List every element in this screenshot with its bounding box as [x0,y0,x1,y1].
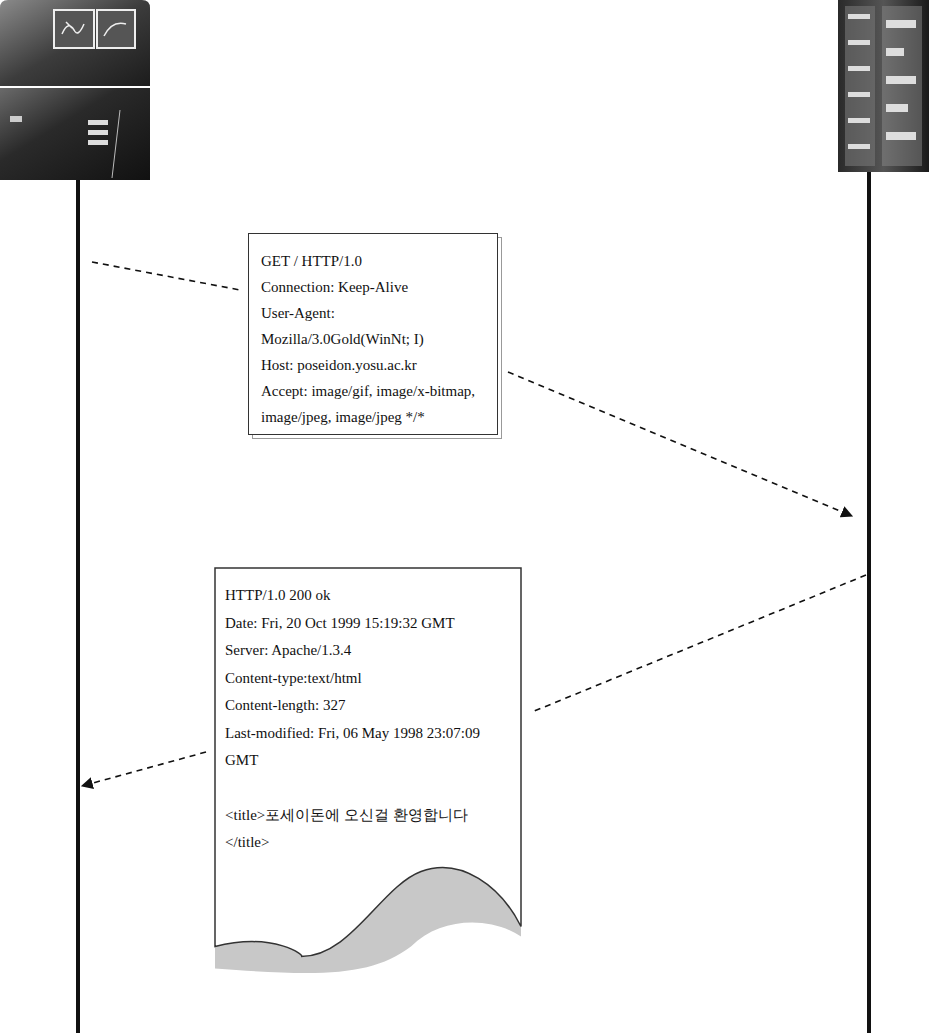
header-line: Connection: Keep-Alive [261,274,487,300]
response-arrow [82,752,206,786]
header-line: GET / HTTP/1.0 [261,248,487,274]
response-message-box: HTTP/1.0 200 okDate: Fri, 20 Oct 1999 15… [215,568,521,977]
client-computer [0,0,150,180]
request-line [92,262,240,290]
header-line: Server: Apache/1.3.4 [225,637,511,665]
torn-page [215,568,521,957]
header-line: Content-type:text/html [225,665,511,693]
server-lifeline [867,172,871,1033]
header-line: Content-length: 327 [225,692,511,720]
header-line: Accept: image/gif, image/x-bitmap, image… [261,378,487,430]
header-line: User-Agent: Mozilla/3.0Gold(WinNt; I) [261,300,487,352]
client-lifeline [76,180,80,1033]
header-line: Date: Fri, 20 Oct 1999 15:19:32 GMT [225,610,511,638]
header-line: Last-modified: Fri, 06 May 1998 23:07:09… [225,720,511,775]
request-message-box: GET / HTTP/1.0Connection: Keep-AliveUser… [248,233,498,435]
header-line: <title>포세이돈에 오신걸 환영합니다</title> [225,802,511,857]
header-line: HTTP/1.0 200 ok [225,582,511,610]
request-arrow [508,372,852,516]
server-rack [838,0,929,172]
header-line: Host: poseidon.yosu.ac.kr [261,352,487,378]
response-line [532,575,866,712]
